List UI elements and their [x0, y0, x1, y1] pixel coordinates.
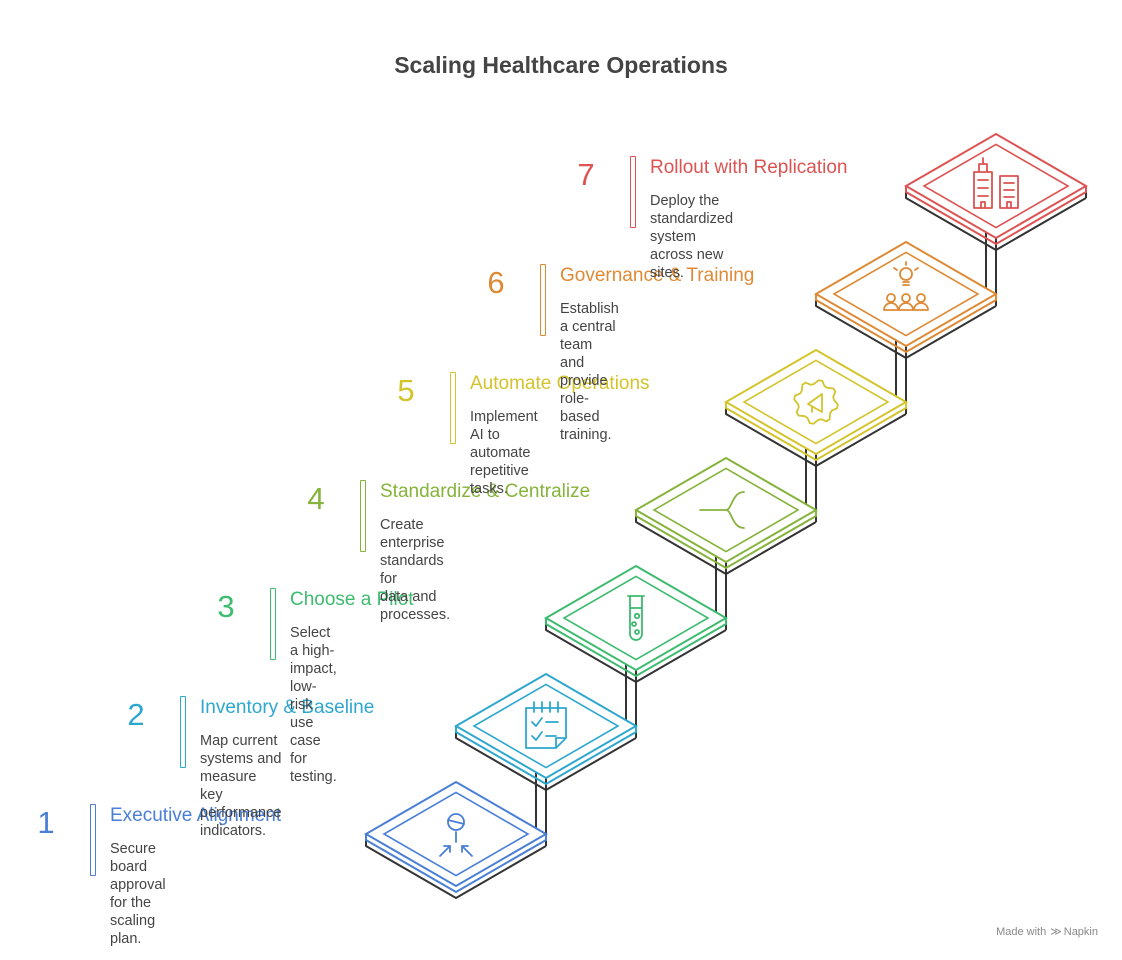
step-number: 3 [217, 589, 235, 624]
step-tile [634, 456, 818, 570]
step-accent-bar [180, 696, 186, 768]
step-title: Choose a Pilot [290, 589, 414, 610]
step-number: 1 [37, 805, 55, 840]
step-number: 7 [577, 157, 595, 192]
step-tile [724, 348, 908, 462]
test-tube-icon [627, 595, 645, 641]
brand-label: Napkin [1063, 926, 1098, 938]
step-tile [544, 564, 728, 678]
step-tile [904, 132, 1088, 246]
buildings-icon [973, 157, 1019, 209]
step-accent-bar [90, 804, 96, 876]
step-description: Map current systems and measure key perf… [200, 733, 282, 839]
step-description: Deploy the standardized system across ne… [650, 193, 734, 281]
step-tile [454, 672, 638, 786]
napkin-watermark: Made with≫Napkin [996, 925, 1098, 938]
step-title: Standardize & Centralize [380, 481, 591, 502]
step-description: Create enterprise standards for data and… [380, 517, 451, 623]
automation-gear-icon [793, 379, 839, 425]
team-idea-icon [883, 261, 929, 311]
step-accent-bar [270, 588, 276, 660]
step-accent-bar [360, 480, 366, 552]
step-title: Executive Alignment [110, 805, 282, 826]
step-number: 4 [307, 481, 325, 516]
page-title: Scaling Healthcare Operations [394, 52, 728, 78]
step-number: 5 [397, 373, 415, 408]
step-number: 2 [127, 697, 145, 732]
stair-outline [365, 186, 1087, 899]
step-number: 6 [487, 265, 505, 300]
step-description: Select a high-impact, low-risk use case … [290, 625, 337, 785]
step-description: Establish a central team and provide rol… [560, 301, 619, 443]
person-alignment-icon [439, 813, 473, 857]
made-with-label: Made with [996, 926, 1047, 938]
step-description: Implement AI to automate repetitive task… [470, 409, 538, 497]
step-title: Governance & Training [560, 265, 755, 286]
step-title: Automate Operations [470, 373, 650, 394]
step-tile [364, 780, 548, 894]
step-title: Rollout with Replication [650, 157, 848, 178]
branch-merge-icon [699, 491, 745, 529]
step-accent-bar [630, 156, 636, 228]
napkin-logo-icon: ≫ [1050, 926, 1062, 938]
step-accent-bar [540, 264, 546, 336]
step-description: Secure board approval for the scaling pl… [110, 841, 166, 947]
checklist-icon [525, 701, 567, 749]
step-tile [814, 240, 998, 354]
step-title: Inventory & Baseline [200, 697, 375, 718]
step-accent-bar [450, 372, 456, 444]
